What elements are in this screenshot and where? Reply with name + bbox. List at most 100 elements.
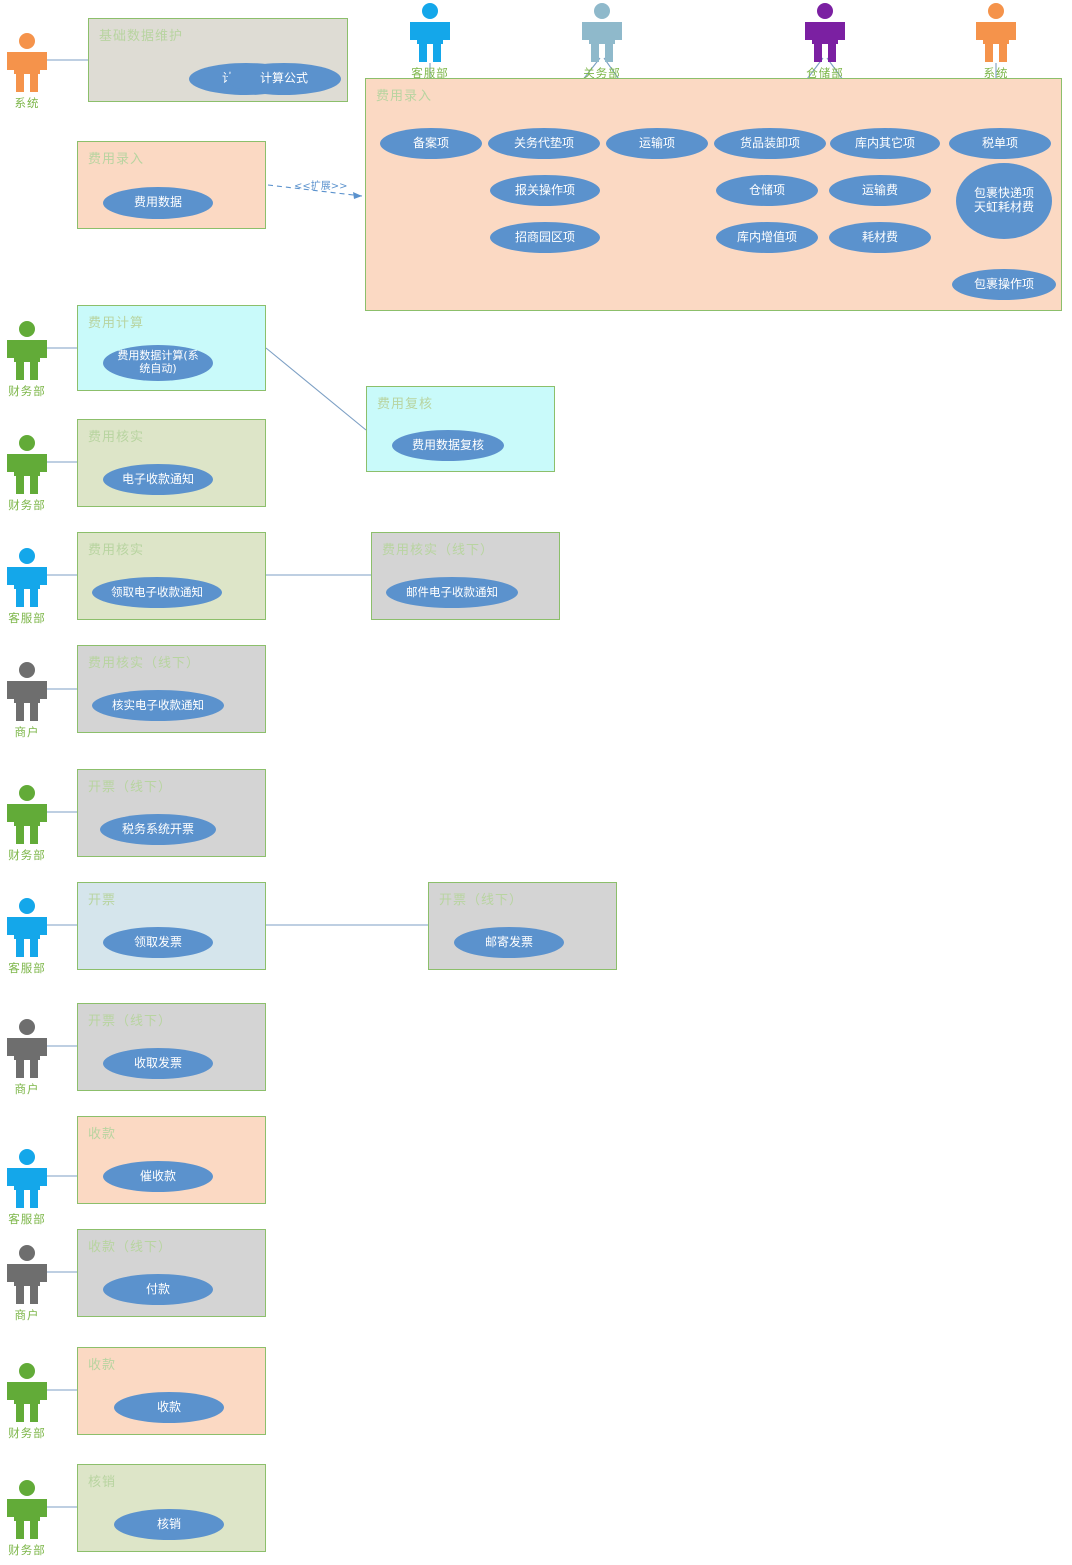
usecase-yunshu-fei[interactable]: 运输费	[829, 175, 931, 206]
link-extend-feeentry	[267, 184, 363, 197]
actor-guanwu[interactable]: 关务部	[579, 2, 625, 81]
package-invoice: 开票 领取发票	[77, 882, 266, 970]
package-base-data: 基础数据维护 计费规则 计算公式	[88, 18, 348, 102]
package-fee-calc: 费用计算 费用数据计算(系 统自动)	[77, 305, 266, 391]
actor-caiwu-3[interactable]: 财务部	[4, 784, 50, 863]
actor-shanghu-1[interactable]: 商户	[4, 661, 50, 740]
actor-icon	[7, 435, 47, 494]
actor-label: 商户	[14, 725, 40, 739]
actor-kefu-3[interactable]: 客服部	[4, 1148, 50, 1227]
actor-label: 系统	[14, 96, 40, 110]
usecase-e-notice[interactable]: 电子收款通知	[103, 464, 213, 495]
usecase-get-e-notice[interactable]: 领取电子收款通知	[92, 577, 222, 608]
package-title: 费用录入	[88, 152, 145, 167]
actor-icon	[7, 33, 47, 92]
actor-icon	[7, 1245, 47, 1304]
package-invoice-offline-1: 开票（线下） 税务系统开票	[77, 769, 266, 857]
extend-label: <<扩展>>	[294, 179, 348, 192]
usecase-fee-calc-auto[interactable]: 费用数据计算(系 统自动)	[103, 345, 213, 381]
package-title: 费用核实（线下）	[382, 543, 495, 558]
usecase-haocai-fei[interactable]: 耗材费	[829, 222, 931, 253]
usecase-kunei-zengzhi[interactable]: 库内增值项	[716, 222, 818, 253]
actor-cangchu[interactable]: 仓储部	[802, 2, 848, 81]
package-title: 收款	[88, 1358, 117, 1373]
actor-label: 商户	[14, 1082, 40, 1096]
actor-kefu-1[interactable]: 客服部	[4, 547, 50, 626]
actor-icon	[7, 662, 47, 721]
actor-icon	[7, 898, 47, 957]
package-invoice-offline-3: 开票（线下） 收取发票	[77, 1003, 266, 1091]
package-fee-review: 费用复核 费用数据复核	[366, 386, 555, 472]
package-fee-entry-small: 费用录入 费用数据	[77, 141, 266, 229]
usecase-shuidan[interactable]: 税单项	[949, 128, 1051, 159]
actor-caiwu-5[interactable]: 财务部	[4, 1479, 50, 1558]
usecase-yunshu[interactable]: 运输项	[606, 128, 708, 159]
usecase-line2: 统自动)	[139, 362, 177, 375]
usecase-kunei-qita[interactable]: 库内其它项	[830, 128, 940, 159]
usecase-baoguan-caozuo[interactable]: 报关操作项	[490, 175, 600, 206]
actor-label: 系统	[983, 66, 1009, 80]
usecase-line1: 费用数据计算(系	[117, 349, 199, 363]
actor-caiwu-4[interactable]: 财务部	[4, 1362, 50, 1441]
package-title: 费用复核	[377, 397, 434, 412]
package-collect-2: 收款 收款	[77, 1347, 266, 1435]
actor-icon	[582, 3, 622, 62]
package-collect-1: 收款 催收款	[77, 1116, 266, 1204]
package-verify-offline-1: 费用核实（线下） 邮件电子收款通知	[371, 532, 560, 620]
actor-label: 财务部	[8, 498, 46, 512]
package-title: 费用计算	[88, 316, 145, 331]
link-feecalc-feereview	[265, 347, 367, 431]
usecase-fee-review[interactable]: 费用数据复核	[392, 430, 504, 461]
usecase-pay[interactable]: 付款	[103, 1274, 213, 1305]
usecase-baoguo-caozuo[interactable]: 包裹操作项	[952, 269, 1056, 300]
usecase-baoguo-kuaidi[interactable]: 包裹快递项 天虹耗材费	[956, 163, 1052, 239]
usecase-writeoff[interactable]: 核销	[114, 1509, 224, 1540]
actor-label: 财务部	[8, 1426, 46, 1440]
package-title: 费用核实	[88, 430, 145, 445]
actor-shanghu-2[interactable]: 商户	[4, 1018, 50, 1097]
usecase-urge-payment[interactable]: 催收款	[103, 1161, 213, 1192]
actor-label: 关务部	[583, 66, 621, 80]
usecase-receive-payment[interactable]: 收款	[114, 1392, 224, 1423]
usecase-guanwu-daidian[interactable]: 关务代垫项	[488, 128, 600, 159]
actor-icon	[976, 3, 1016, 62]
actor-icon	[7, 321, 47, 380]
usecase-tax-invoice[interactable]: 税务系统开票	[100, 814, 216, 845]
package-title: 费用录入	[376, 89, 433, 104]
package-fee-entry-large: 费用录入 备案项 关务代垫项 运输项 货品装卸项 库内其它项 税单项 报关操作项…	[365, 78, 1062, 311]
actor-system-top[interactable]: 系统	[4, 32, 50, 111]
usecase-mail-e-notice[interactable]: 邮件电子收款通知	[386, 577, 518, 608]
package-collect-offline: 收款（线下） 付款	[77, 1229, 266, 1317]
usecase-get-invoice[interactable]: 领取发票	[103, 927, 213, 958]
actor-shanghu-3[interactable]: 商户	[4, 1244, 50, 1323]
usecase-receive-invoice[interactable]: 收取发票	[103, 1048, 213, 1079]
actor-label: 客服部	[411, 66, 449, 80]
usecase-fee-data[interactable]: 费用数据	[103, 187, 213, 219]
actor-label: 仓储部	[806, 66, 844, 80]
package-verify-offline-2: 费用核实（线下） 核实电子收款通知	[77, 645, 266, 733]
package-title: 费用核实（线下）	[88, 656, 201, 671]
package-title: 收款（线下）	[88, 1240, 173, 1255]
actor-system-right[interactable]: 系统	[973, 2, 1019, 81]
package-title: 开票（线下）	[88, 780, 173, 795]
actor-label: 客服部	[8, 961, 46, 975]
package-title: 费用核实	[88, 543, 145, 558]
actor-label: 商户	[14, 1308, 40, 1322]
usecase-mail-invoice[interactable]: 邮寄发票	[454, 927, 564, 958]
package-title: 收款	[88, 1127, 117, 1142]
actor-label: 财务部	[8, 384, 46, 398]
actor-caiwu-2[interactable]: 财务部	[4, 434, 50, 513]
usecase-cangchu[interactable]: 仓储项	[716, 175, 818, 206]
actor-icon	[7, 548, 47, 607]
actor-caiwu-1[interactable]: 财务部	[4, 320, 50, 399]
actor-kefu-top[interactable]: 客服部	[407, 2, 453, 81]
usecase-huopin-zhuangxie[interactable]: 货品装卸项	[714, 128, 826, 159]
actor-kefu-2[interactable]: 客服部	[4, 897, 50, 976]
usecase-zhaoshang-yuanqu[interactable]: 招商园区项	[490, 222, 600, 253]
package-writeoff: 核销 核销	[77, 1464, 266, 1552]
usecase-check-e-notice[interactable]: 核实电子收款通知	[92, 690, 224, 721]
usecase-calc-formula[interactable]: 计算公式	[227, 63, 341, 95]
usecase-line1: 包裹快递项	[973, 186, 1034, 201]
usecase-beian[interactable]: 备案项	[380, 128, 482, 159]
